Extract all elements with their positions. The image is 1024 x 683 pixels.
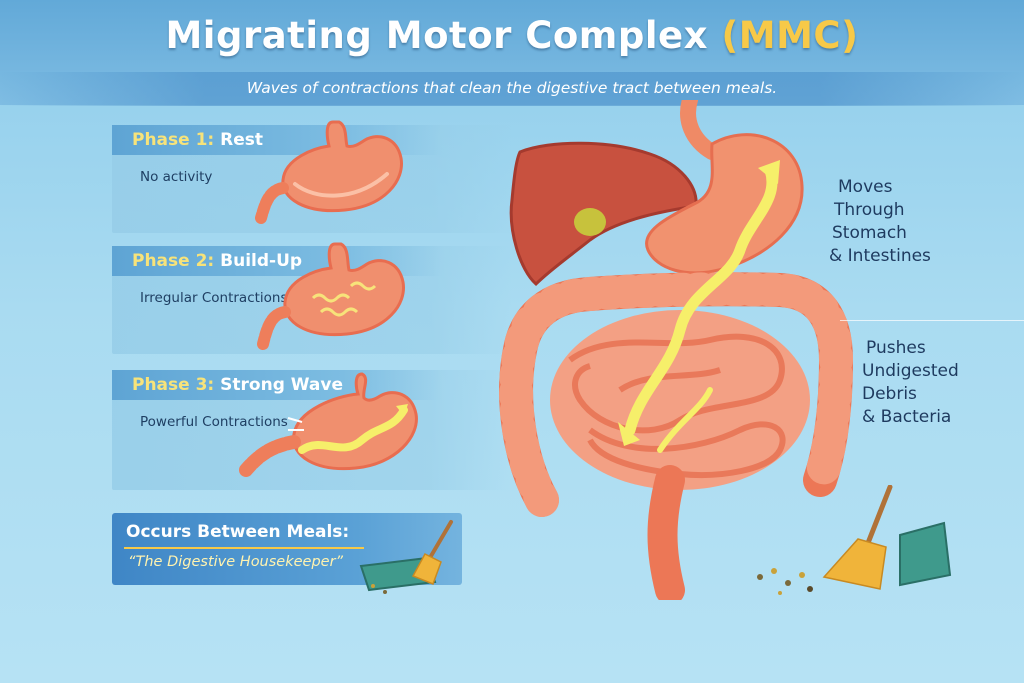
phase-3-stomach-icon — [239, 372, 418, 477]
phase-1-card: Phase 1: Rest No activity — [112, 125, 512, 233]
page-subtitle: Waves of contractions that clean the dig… — [246, 79, 778, 97]
subtitle-band — [0, 72, 1024, 106]
arrow-head-bottom — [618, 422, 640, 446]
phase-2-desc: Irregular Contractions — [140, 290, 288, 306]
pushes-line-4: & Bacteria — [862, 407, 952, 427]
liver-shape — [509, 141, 698, 287]
pushes-line-3: Debris — [862, 384, 917, 404]
right-divider — [840, 320, 1024, 321]
phase-3-title: Phase 3: Strong Wave — [132, 375, 343, 395]
digestive-system-illustration — [499, 100, 854, 600]
phase-2-stomach-icon — [257, 242, 405, 350]
rectum-shape — [647, 465, 685, 600]
page-title: Migrating Motor Complex (MMC) — [0, 14, 1024, 57]
phase-1-name: Rest — [220, 130, 264, 150]
pushes-label: Pushes Undigested Debris & Bacteria — [862, 337, 959, 429]
phase-1-title: Phase 1: Rest — [132, 130, 263, 150]
arrow-head-top — [758, 160, 780, 184]
between-meals-title: Occurs Between Meals: — [126, 522, 350, 542]
between-meals-quote: “The Digestive Housekeeper” — [128, 554, 344, 570]
moves-line-3: Stomach — [832, 223, 907, 243]
title-main: Migrating Motor Complex — [165, 14, 722, 57]
gallbladder-shape — [574, 208, 606, 236]
phase-2-name: Build-Up — [220, 251, 303, 271]
broom-icon — [359, 520, 453, 594]
moves-line-1: Moves — [838, 177, 893, 197]
pushes-line-2: Undigested — [862, 361, 959, 381]
wave-arrow-secondary — [657, 387, 713, 453]
wave-arrow-main — [624, 164, 778, 436]
phase-2-title: Phase 2: Build-Up — [132, 251, 302, 271]
esophagus-shape — [680, 100, 720, 160]
phase-1-stomach-icon — [255, 120, 403, 224]
between-meals-underline — [124, 547, 364, 549]
title-accent: (MMC) — [721, 14, 859, 57]
moves-line-2: Through — [834, 200, 905, 220]
phase-1-desc: No activity — [140, 169, 213, 185]
phase-3-label: Phase 3: — [132, 375, 215, 395]
phase-1-label: Phase 1: — [132, 130, 215, 150]
broom-dustpan-icon — [757, 485, 952, 595]
moves-line-4: & Intestines — [829, 246, 931, 266]
between-meals-box: Occurs Between Meals: “The Digestive Hou… — [112, 513, 462, 585]
phase-2-label: Phase 2: — [132, 251, 215, 271]
phase-3-desc: Powerful Contractions — [140, 414, 288, 430]
moves-label: Moves Through Stomach & Intestines — [829, 176, 931, 268]
pushes-line-1: Pushes — [866, 338, 926, 358]
phase-3-name: Strong Wave — [220, 375, 344, 395]
